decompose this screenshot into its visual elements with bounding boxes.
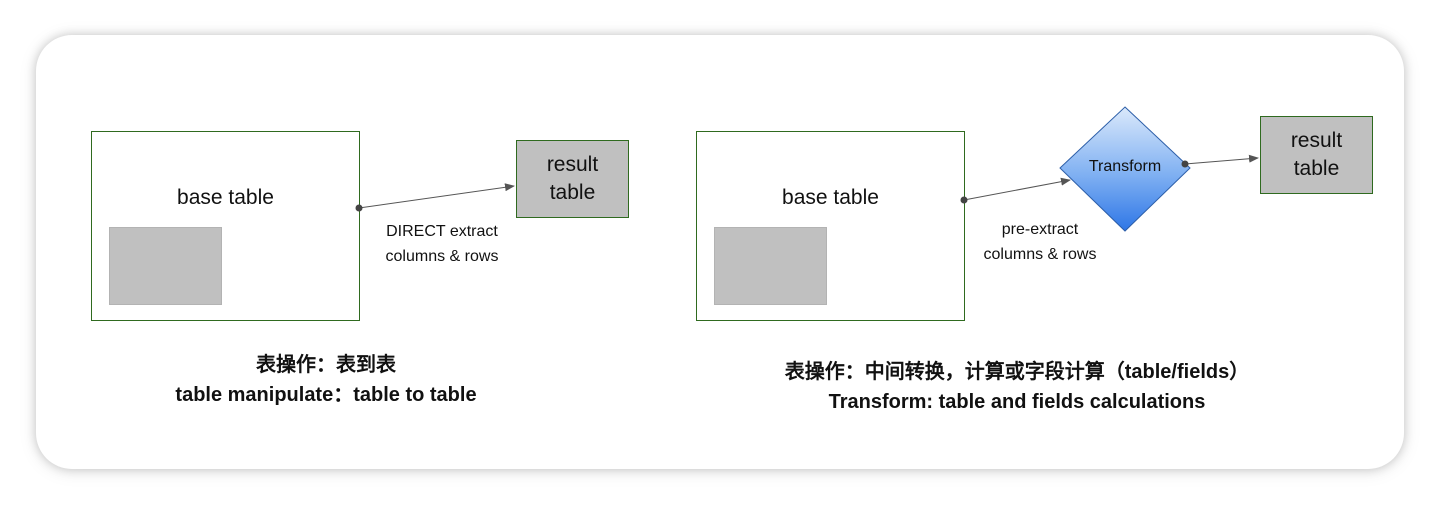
- right-result-line1: result: [1290, 129, 1343, 152]
- left-base-table-subset: [109, 227, 222, 305]
- left-base-table: [91, 131, 360, 321]
- left-edge-label: DIRECT extract columns & rows: [362, 219, 522, 269]
- left-caption: 表操作：表到表 table manipulate：table to table: [126, 350, 526, 410]
- right-base-table-label: base table: [782, 186, 879, 209]
- left-caption-line1: 表操作：表到表: [256, 354, 396, 376]
- left-edge-line1: DIRECT extract: [386, 223, 498, 240]
- left-result-line2: table: [549, 181, 596, 204]
- right-base-table-subset: [714, 227, 827, 305]
- left-edge-line2: columns & rows: [385, 248, 499, 265]
- right-caption: 表操作：中间转换，计算或字段计算（table/fields） Transform…: [717, 357, 1317, 417]
- right-result-line2: table: [1293, 157, 1340, 180]
- left-base-table-label: base table: [177, 186, 274, 209]
- right-result-table: result table: [1260, 116, 1373, 194]
- transform-label: Transform: [1088, 158, 1162, 175]
- right-caption-line1: 表操作：中间转换，计算或字段计算（table/fields）: [784, 361, 1250, 383]
- right-caption-line2: Transform: table and fields calculations: [828, 391, 1206, 413]
- right-base-table: [696, 131, 965, 321]
- left-result-table: result table: [516, 140, 629, 218]
- left-result-line1: result: [546, 153, 599, 176]
- right-edge-label: pre-extract columns & rows: [960, 217, 1120, 267]
- right-edge-line1: pre-extract: [1001, 221, 1079, 238]
- left-caption-line2: table manipulate：table to table: [175, 384, 477, 406]
- right-edge-line2: columns & rows: [983, 246, 1097, 263]
